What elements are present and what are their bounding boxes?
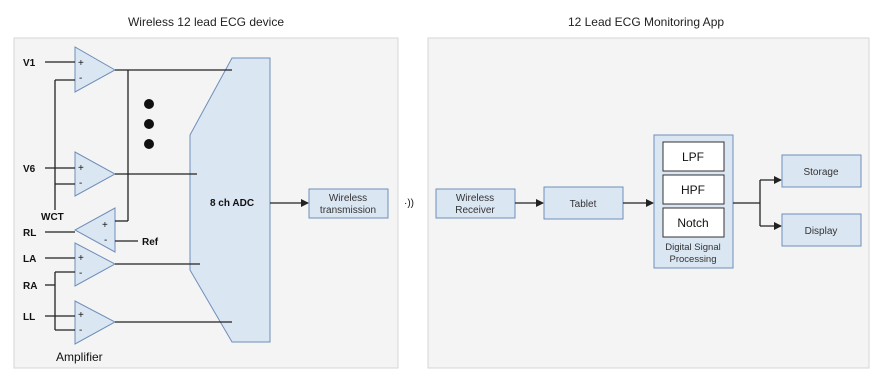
hpf-block — [662, 174, 725, 205]
amp-ll-plus: + — [78, 310, 84, 321]
app-panel-title: 12 Lead ECG Monitoring App — [568, 15, 724, 29]
amplifier-la — [74, 242, 117, 287]
adc-block — [189, 57, 271, 343]
amp-v1-minus: - — [79, 73, 82, 84]
wireless-receiver-block — [435, 188, 516, 219]
receiver-line-2: Receiver — [455, 205, 495, 216]
dsp-label-line-2: Processing — [670, 254, 717, 265]
amplifier-label: Amplifier — [56, 350, 103, 364]
input-ll-label: LL — [23, 312, 35, 323]
amp-la-plus: + — [78, 253, 84, 264]
notch-block — [662, 207, 725, 238]
ellipsis-dot-3 — [144, 139, 154, 149]
amp-v6-minus: - — [79, 178, 82, 189]
hpf-label: HPF — [681, 183, 705, 197]
storage-label: Storage — [803, 167, 838, 178]
lpf-block — [662, 141, 725, 172]
adc-label: 8 ch ADC — [210, 198, 254, 209]
lpf-label: LPF — [682, 150, 704, 164]
amp-rl-plus: + — [102, 220, 108, 231]
amp-rl-minus: - — [104, 235, 107, 246]
tablet-label: Tablet — [570, 199, 597, 210]
amplifier-v6 — [74, 151, 117, 197]
input-rl-label: RL — [23, 228, 36, 239]
wireless-transmission-block — [308, 188, 389, 219]
ellipsis-dot-1 — [144, 99, 154, 109]
amplifier-rl — [73, 207, 116, 253]
input-wires — [45, 61, 138, 331]
receiver-line-1: Wireless — [456, 193, 494, 204]
amp-la-minus: - — [79, 268, 82, 279]
input-ra-label: RA — [23, 281, 37, 292]
dsp-output-split — [733, 176, 782, 230]
storage-block — [781, 154, 862, 188]
ellipsis-dot-2 — [144, 119, 154, 129]
device-panel-title: Wireless 12 lead ECG device — [128, 15, 284, 29]
amp-output-wires — [115, 69, 232, 323]
input-v6-label: V6 — [23, 164, 36, 175]
dsp-label-line-1: Digital Signal — [665, 242, 720, 253]
tablet-block — [543, 186, 624, 220]
notch-label: Notch — [677, 216, 708, 230]
display-label: Display — [805, 226, 838, 237]
amplifier-v1 — [74, 46, 117, 93]
input-la-label: LA — [23, 254, 36, 265]
input-v1-label: V1 — [23, 58, 36, 69]
wireless-signal-icon: ·)) — [404, 198, 414, 209]
amp-v6-plus: + — [78, 163, 84, 174]
amp-v1-plus: + — [78, 58, 84, 69]
ref-label: Ref — [142, 237, 159, 248]
wct-label: WCT — [41, 212, 64, 223]
amplifier-ll — [74, 300, 117, 345]
wireless-tx-line-2: transmission — [320, 205, 376, 216]
display-block — [781, 213, 862, 247]
wireless-tx-line-1: Wireless — [329, 193, 367, 204]
amp-ll-minus: - — [79, 325, 82, 336]
